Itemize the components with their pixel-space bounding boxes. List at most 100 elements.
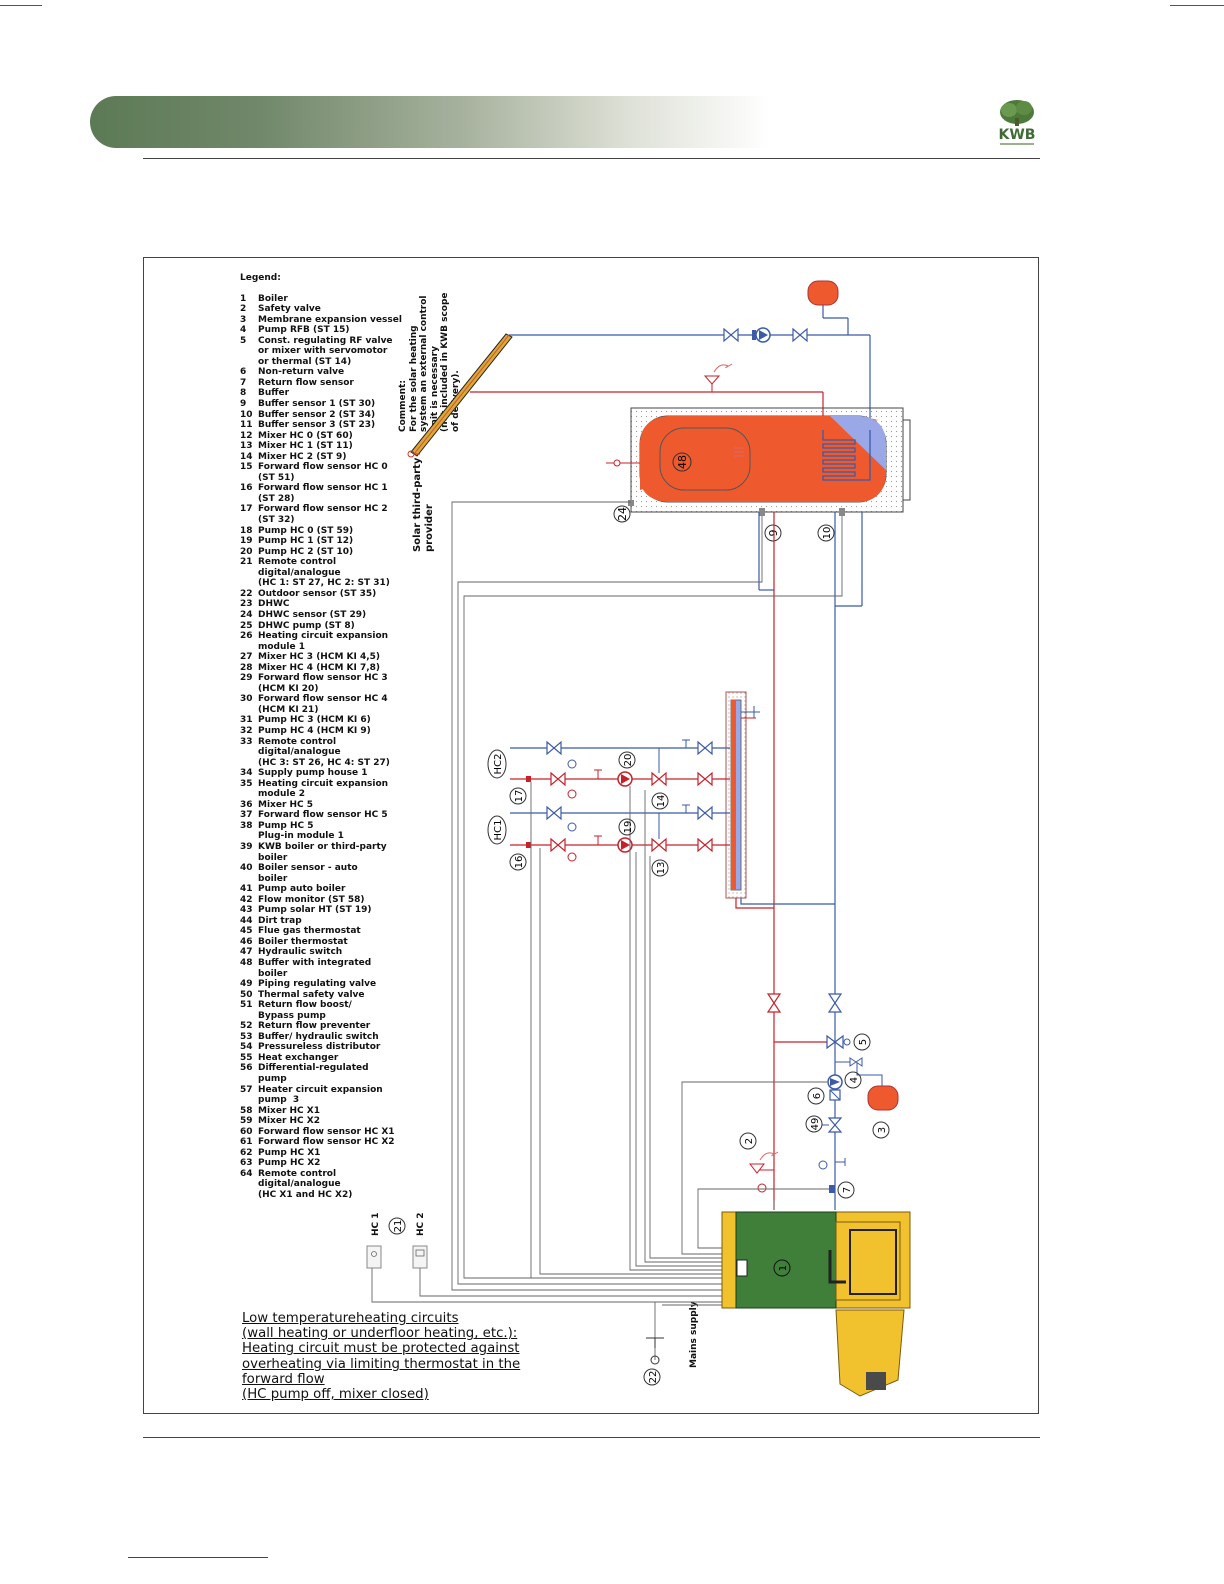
legend-item-number: 36 bbox=[240, 799, 253, 810]
legend-item-text: Mixer HC X2 bbox=[258, 1116, 320, 1127]
legend-item-number: 57 bbox=[240, 1084, 253, 1095]
legend-item-text: boiler bbox=[258, 852, 288, 863]
callout-20 bbox=[618, 751, 636, 769]
legend-item-number: 42 bbox=[240, 894, 253, 905]
legend-item-number: 33 bbox=[240, 736, 253, 747]
low-temperature-note: Low temperatureheating circuits (wall he… bbox=[242, 1311, 520, 1402]
legend-item-text: (ST 32) bbox=[258, 515, 295, 526]
legend-item-text: Bypass pump bbox=[258, 1010, 326, 1021]
legend-item: 24 DHWC sensor (ST 29) bbox=[240, 610, 402, 621]
legend-item-number: 10 bbox=[240, 409, 253, 420]
note-line: (wall heating or underfloor heating, etc… bbox=[242, 1326, 518, 1342]
svg-text:16: 16 bbox=[514, 856, 525, 869]
legend-item-number: 28 bbox=[240, 662, 253, 673]
regulating-valve-49: 49 bbox=[805, 1115, 843, 1133]
legend-item-number: 27 bbox=[240, 652, 253, 663]
legend-item-text: Pump HC 4 (HCM KI 9) bbox=[258, 725, 371, 736]
buffer-tank: 48 bbox=[606, 407, 911, 513]
expansion-vessel-3: 3 bbox=[835, 1057, 899, 1139]
tree-icon: KWB bbox=[999, 100, 1035, 145]
legend-item-text: DHWC sensor (ST 29) bbox=[258, 609, 367, 620]
legend-item-number: 37 bbox=[240, 810, 253, 821]
legend-title: Legend: bbox=[240, 273, 281, 283]
legend-item-text: DHWC bbox=[258, 599, 290, 610]
remote-control-hc1 bbox=[366, 1245, 382, 1269]
legend-item-number: 16 bbox=[240, 483, 253, 494]
legend-item-text: boiler bbox=[258, 873, 288, 884]
svg-text:1: 1 bbox=[778, 1265, 789, 1271]
legend-item-number: 20 bbox=[240, 546, 253, 557]
legend-item: (HC X1 and HC X2) bbox=[240, 1190, 402, 1201]
legend-item-number: 55 bbox=[240, 1052, 253, 1063]
legend-item-number: 54 bbox=[240, 1042, 253, 1053]
legend-item-number: 4 bbox=[240, 325, 247, 336]
legend-item-number: 15 bbox=[240, 462, 253, 473]
legend-item-number: 1 bbox=[240, 293, 247, 304]
legend-item-number: 24 bbox=[240, 609, 253, 620]
legend-item-text: Const. regulating RF valve bbox=[258, 335, 393, 346]
legend-item: boiler bbox=[240, 874, 402, 885]
legend-item-number: 13 bbox=[240, 441, 253, 452]
solar-collector bbox=[407, 333, 513, 458]
legend-item-text: KWB boiler or third-party bbox=[258, 841, 387, 852]
legend-item-text: Buffer with integrated bbox=[258, 958, 372, 968]
legend-item-text: Buffer sensor 2 (ST 34) bbox=[258, 409, 376, 420]
header-bar bbox=[90, 96, 770, 148]
legend-item-text: Heating circuit expansion bbox=[258, 778, 389, 789]
legend-item-text: Pump HC X1 bbox=[258, 1147, 321, 1158]
legend-item-text: Buffer sensor 3 (ST 23) bbox=[258, 420, 376, 431]
legend-item: (HC 1: ST 27, HC 2: ST 31) bbox=[240, 578, 402, 589]
legend-item-number: 40 bbox=[240, 863, 253, 874]
legend-item-number: 19 bbox=[240, 536, 253, 547]
legend-item-number: 5 bbox=[240, 335, 247, 346]
legend-item-number: 18 bbox=[240, 525, 253, 536]
note-line: forward flow bbox=[242, 1371, 325, 1387]
legend-item: digital/analogue bbox=[240, 747, 402, 758]
legend-item: pump 3 bbox=[240, 1095, 402, 1106]
boiler: 1 bbox=[721, 1211, 911, 1397]
svg-text:2: 2 bbox=[744, 1138, 755, 1144]
legend-item-text: Hydraulic switch bbox=[258, 947, 343, 958]
svg-text:21: 21 bbox=[393, 1220, 404, 1233]
outdoor-sensor: 22 bbox=[643, 1337, 664, 1386]
legend-item: (ST 32) bbox=[240, 515, 402, 526]
legend-item: Plug-in module 1 bbox=[240, 831, 402, 842]
callout-21 bbox=[388, 1217, 406, 1235]
legend-item-number: 34 bbox=[240, 768, 253, 779]
legend-item-text: Boiler bbox=[258, 293, 288, 304]
legend-item-number: 6 bbox=[240, 367, 247, 378]
legend-item-number: 21 bbox=[240, 557, 253, 568]
legend-item: 34 Supply pump house 1 bbox=[240, 768, 402, 779]
legend-item-text: Supply pump house 1 bbox=[258, 768, 368, 779]
legend-item: boiler bbox=[240, 969, 402, 980]
note-line: overheating via limiting thermostat in t… bbox=[242, 1356, 521, 1372]
legend-item-text: Piping regulating valve bbox=[258, 979, 377, 990]
legend-item-text: Pump auto boiler bbox=[258, 884, 346, 895]
legend-item-number: 51 bbox=[240, 1000, 253, 1011]
legend-item-number: 49 bbox=[240, 979, 253, 990]
legend-item-number: 25 bbox=[240, 620, 253, 631]
legend-item-text: Remote control bbox=[258, 1168, 337, 1179]
legend-item-number: 62 bbox=[240, 1147, 253, 1158]
svg-text:6: 6 bbox=[812, 1093, 823, 1099]
legend-item-number: 29 bbox=[240, 673, 253, 684]
legend-item-text: digital/analogue bbox=[258, 1179, 341, 1190]
